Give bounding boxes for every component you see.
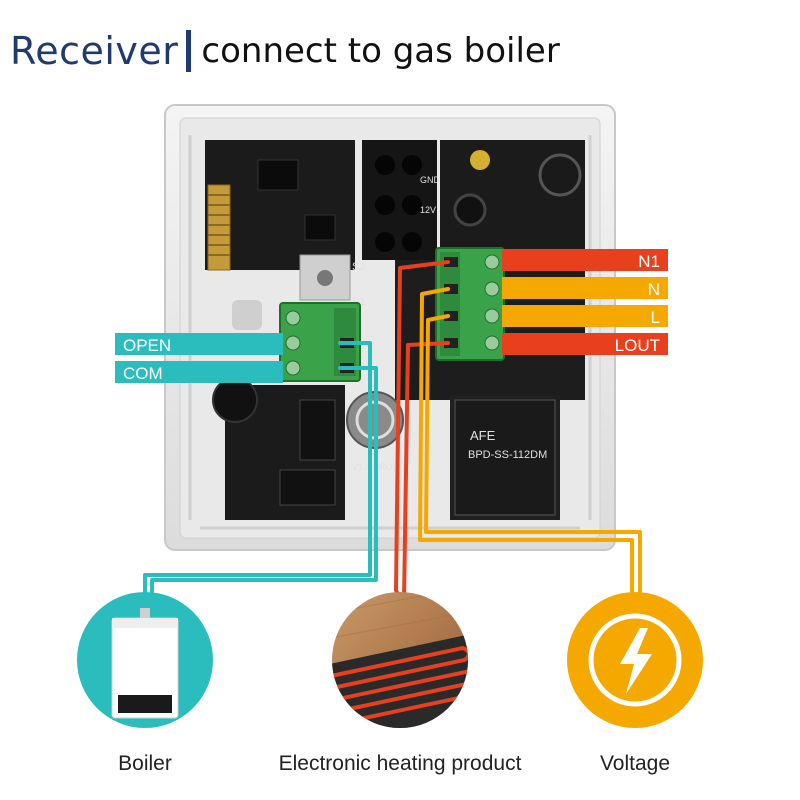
title-divider bbox=[186, 30, 192, 72]
relay-model: BPD-SS-112DM bbox=[468, 449, 547, 461]
lout-label: LOUT bbox=[615, 336, 660, 355]
page-title: Receiver connect to gas boiler bbox=[10, 26, 560, 76]
pin-gnd-label: GND bbox=[420, 175, 441, 185]
switch-s2-label: S2 bbox=[352, 261, 365, 273]
wire-n bbox=[418, 287, 634, 610]
lout-label-bar bbox=[502, 333, 668, 355]
wire-open bbox=[143, 341, 372, 610]
wire-com bbox=[150, 366, 378, 610]
title-receiver: Receiver bbox=[10, 29, 179, 73]
title-subtitle: connect to gas boiler bbox=[201, 31, 560, 71]
open-label-bar bbox=[115, 333, 283, 355]
caption-heating-product: Electronic heating product bbox=[278, 752, 522, 775]
caption-boiler: Boiler bbox=[118, 752, 172, 775]
n-label: N bbox=[648, 280, 660, 299]
l-label-bar bbox=[502, 305, 668, 327]
right-terminal-block bbox=[435, 247, 505, 361]
wire-l bbox=[424, 314, 642, 610]
lightning-icon bbox=[567, 592, 703, 728]
boiler-icon bbox=[77, 592, 213, 728]
com-label-bar bbox=[115, 361, 283, 383]
com-label: COM bbox=[123, 364, 163, 383]
l-label: L bbox=[651, 308, 660, 327]
pin-12v-label: 12V bbox=[420, 205, 436, 215]
right-label-bars: N1 N L LOUT bbox=[502, 249, 668, 355]
open-label: OPEN bbox=[123, 336, 171, 355]
caption-voltage: Voltage bbox=[599, 752, 671, 775]
left-label-bars: OPEN COM bbox=[115, 333, 283, 383]
wire-lout bbox=[402, 341, 450, 602]
n-label-bar bbox=[502, 277, 668, 299]
relay-brand: AFE bbox=[470, 428, 496, 443]
n1-label-bar bbox=[502, 249, 668, 271]
heating-product-icon bbox=[332, 592, 468, 728]
n1-label: N1 bbox=[638, 252, 660, 271]
